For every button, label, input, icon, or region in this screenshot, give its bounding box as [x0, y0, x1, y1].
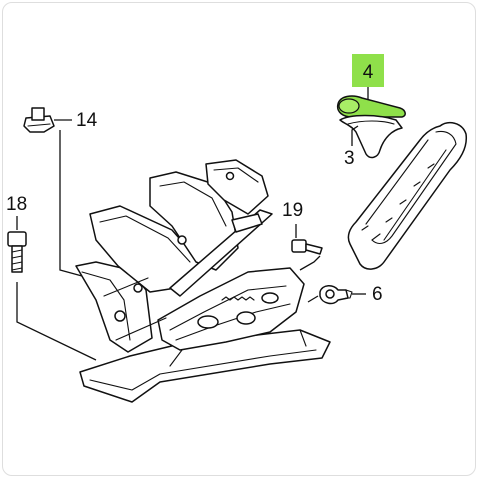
part-6-knob[interactable]	[319, 285, 353, 305]
part-3-bracket[interactable]	[339, 114, 403, 159]
callout-14-label[interactable]: 14	[76, 110, 98, 131]
callout-4-label[interactable]: 4	[363, 62, 374, 83]
leader-14-to-frame	[59, 130, 83, 277]
leader-19-to-frame	[299, 255, 321, 271]
callout-3-label[interactable]: 3	[344, 148, 355, 169]
part-4-cover[interactable]	[336, 95, 406, 118]
part-14-clip-nut[interactable]	[23, 107, 55, 133]
callout-4-box	[352, 54, 384, 87]
callout-18-label[interactable]: 18	[6, 194, 27, 215]
callout-19-label[interactable]: 19	[282, 200, 303, 221]
leader-6-to-mechanism	[307, 295, 319, 303]
diagram-frame	[2, 2, 476, 476]
seat-track-rail[interactable]	[347, 121, 468, 270]
leader-3	[351, 125, 359, 146]
seat-frame-assembly[interactable]	[75, 159, 331, 403]
callout-6-label[interactable]: 6	[372, 284, 383, 305]
leader-18-to-frame	[16, 282, 97, 361]
part-19-bolt[interactable]	[291, 239, 323, 255]
part-18-bolt[interactable]	[7, 231, 27, 273]
